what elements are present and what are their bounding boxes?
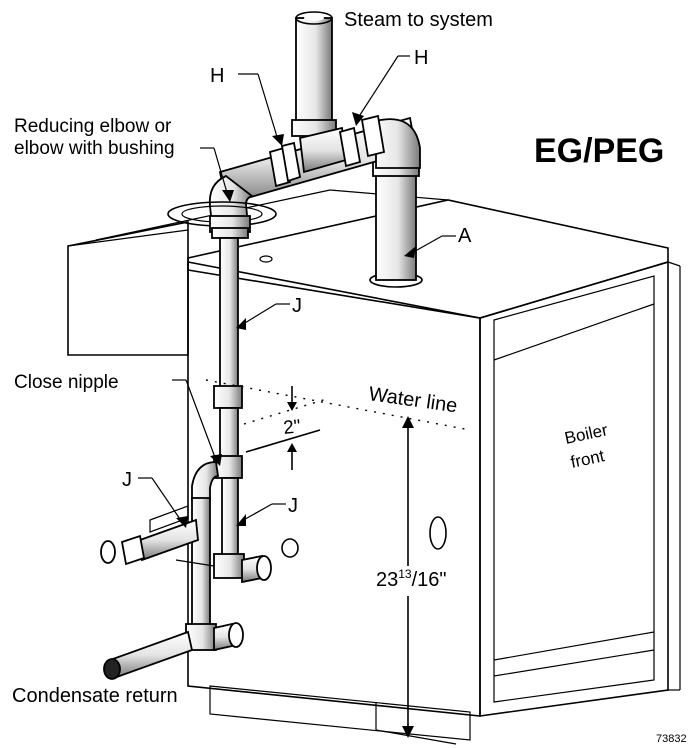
dimension-denominator: /16" [412,569,447,591]
boiler-body [67,189,681,741]
h-right-label: H [414,47,428,69]
steam-to-system-label: Steam to system [344,9,493,31]
boiler-front-label-line1: Boiler [563,420,610,448]
dimension-whole: 23 [376,569,398,591]
water-line-label: Water line [367,383,458,417]
boiler-front-label-line2: front [569,446,606,472]
condensate-return-label: Condensate return [12,685,178,707]
equalizer-piping [100,237,272,680]
reducing-elbow-label-line2: elbow with bushing [14,138,175,159]
model-label: EG/PEG [534,132,664,170]
reducing-elbow-label-line1: Reducing elbow or [14,116,172,137]
figure-number: 73832 [656,733,687,745]
j-upper-label: J [292,295,302,317]
j-right-label: J [288,495,298,517]
sight-glass-opening [429,516,447,550]
dimension-label: 2313/16" [376,567,447,591]
supply-riser-a [369,159,423,288]
two-inch-label: 2" [282,416,301,439]
leader-lines [138,55,456,528]
header-piping [167,11,421,239]
j-left-label: J [122,469,132,491]
dimension-numerator: 13 [398,567,412,581]
close-nipple-label: Close nipple [14,372,119,393]
a-label: A [458,225,472,247]
h-left-label: H [210,65,224,87]
